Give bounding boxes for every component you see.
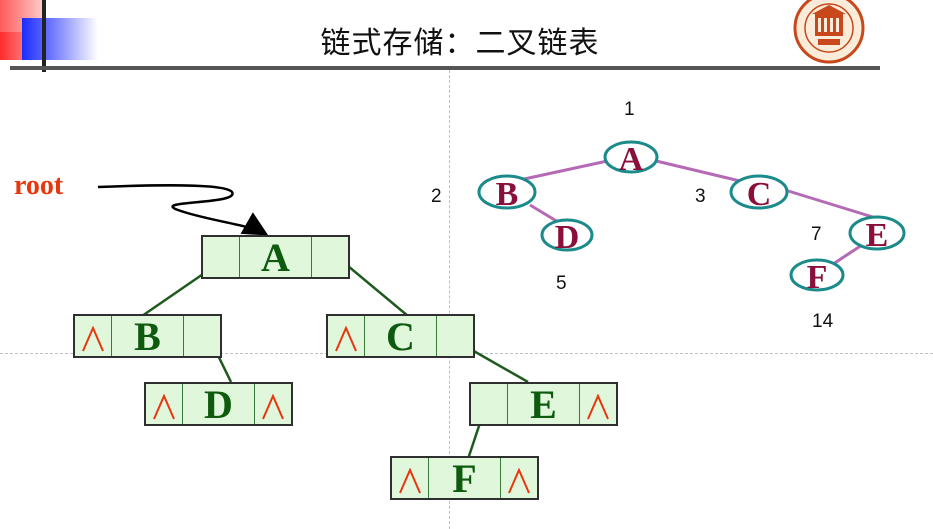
index-label-e: 7: [811, 224, 822, 245]
tree-node-a: A: [603, 140, 659, 178]
index-label-a: 1: [624, 99, 635, 120]
left-pointer-cell: [328, 316, 365, 356]
index-label-c: 3: [695, 186, 706, 207]
tree-node-label: F: [807, 259, 828, 296]
data-cell: A: [261, 234, 290, 280]
tree-edge-a-c: [651, 158, 741, 183]
tree-node-d: D: [540, 218, 594, 256]
tree-node-label: A: [619, 141, 644, 178]
right-pointer-cell: [183, 316, 220, 356]
data-cell: B: [134, 313, 161, 359]
index-label-d: 5: [556, 273, 567, 294]
data-cell: E: [530, 381, 557, 427]
null-pointer-icon: [587, 394, 609, 420]
index-label-f: 14: [812, 311, 834, 332]
null-pointer-icon: [399, 468, 421, 494]
university-seal-logo: [793, 0, 865, 64]
null-pointer-icon: [153, 394, 175, 420]
root-label: root: [14, 170, 64, 201]
tree-node-label: B: [496, 176, 519, 213]
null-pointer-icon: [262, 394, 284, 420]
null-pointer-icon: [508, 468, 530, 494]
tree-node-c: C: [729, 174, 789, 213]
tree-edge-a-b: [514, 158, 613, 183]
right-pointer-cell: [436, 316, 473, 356]
right-pointer-cell: [311, 237, 348, 277]
corner-decoration: [0, 0, 100, 72]
list-node-e: E: [469, 381, 618, 427]
tree-node-b: B: [477, 174, 537, 213]
tree-node-label: D: [555, 219, 580, 256]
tree-node-e: E: [848, 215, 906, 254]
left-pointer-cell: [146, 384, 183, 424]
list-node-f: F: [390, 455, 539, 501]
list-node-b: B: [73, 313, 222, 359]
tree-edge-c-e: [784, 188, 877, 220]
data-cell: C: [386, 313, 415, 359]
left-pointer-cell: [75, 316, 112, 356]
tree-node-label: C: [747, 176, 772, 213]
root-pointer-arrow: [97, 184, 269, 236]
title-underline: [10, 66, 880, 70]
null-pointer-icon: [335, 326, 357, 352]
tree-node-f: F: [789, 258, 845, 296]
null-pointer-icon: [82, 326, 104, 352]
right-pointer-cell: [579, 384, 616, 424]
guide-vertical: [449, 70, 450, 529]
data-cell: F: [452, 455, 477, 501]
left-pointer-cell: [471, 384, 508, 424]
slide-title: 链式存储：二叉链表: [320, 26, 600, 61]
right-pointer-cell: [500, 458, 537, 498]
data-cell: D: [204, 381, 233, 427]
left-pointer-cell: [203, 237, 240, 277]
left-pointer-cell: [392, 458, 429, 498]
index-label-b: 2: [431, 186, 442, 207]
right-pointer-cell: [254, 384, 291, 424]
list-node-d: D: [144, 381, 293, 427]
list-node-a: A: [201, 234, 350, 280]
list-node-c: C: [326, 313, 475, 359]
tree-node-label: E: [866, 217, 889, 254]
